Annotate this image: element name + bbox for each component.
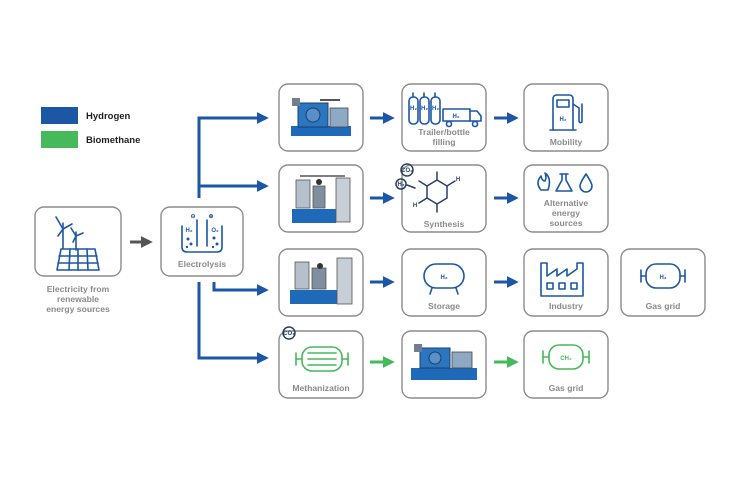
electrolysis-minus: ⊖: [190, 214, 195, 220]
storage-h2: H₂: [441, 275, 448, 281]
compressor-machine-icon: [290, 257, 353, 305]
legend-swatch-biomethane: [41, 131, 78, 148]
methanization-co2: CO₂: [283, 331, 295, 337]
synthesis-h2: H₂: [398, 182, 405, 188]
synthesis-h-2: H: [413, 203, 417, 209]
ch4-pipe-icon: CH₄: [542, 344, 590, 370]
electrolysis-plus: ⊕: [208, 214, 213, 220]
trailer-h2-1: H₂: [410, 106, 417, 112]
factory-icon: [540, 262, 584, 297]
source-label-line-3: energy sources: [46, 304, 110, 314]
node-mobility: H₂ Mobility: [523, 83, 609, 152]
gasgrid-h2-label-chem: H₂: [660, 275, 667, 281]
alternative-label-line-2: energy: [552, 208, 580, 218]
methanization-label: Methanization: [292, 383, 349, 393]
source-label-line-2: renewable: [57, 294, 99, 304]
node-machine-4: [401, 330, 487, 399]
trailer-h2-2: H₂: [421, 106, 428, 112]
synthesis-co2: CO₂: [401, 168, 413, 174]
electrolysis-cell-icon: ⊖ ⊕ H₂ O₂: [181, 214, 223, 253]
trailer-bottles-icon: H₂ H₂ H₂ H₂: [408, 92, 482, 128]
synthesis-h-1: H: [456, 177, 460, 183]
compressor-machine-icon: [291, 98, 351, 136]
gasgrid-ch4-label-chem: CH₄: [560, 356, 572, 362]
synthesis-label: Synthesis: [424, 219, 465, 229]
electrolysis-o2: O₂: [211, 228, 219, 234]
node-gas-grid-h2: H₂ Gas grid: [620, 248, 706, 317]
trailer-label-line-1: Trailer/bottle: [418, 127, 470, 137]
arrow-to-machine-3: [212, 282, 269, 296]
legend: Hydrogen Biomethane: [41, 107, 140, 148]
industry-label: Industry: [549, 301, 583, 311]
node-machine-3: [278, 248, 364, 317]
electrolysis-label: Electrolysis: [178, 259, 226, 269]
node-trailer: H₂ H₂ H₂ H₂ Trailer/bottle filling: [401, 83, 487, 152]
node-source: Electricity from renewable energy source…: [34, 206, 122, 314]
alternative-label-line-3: sources: [550, 218, 583, 228]
alternative-label-line-1: Alternative: [544, 198, 589, 208]
mobility-label: Mobility: [550, 137, 583, 147]
node-electrolysis: ⊖ ⊕ H₂ O₂ Electrolysis: [160, 206, 244, 277]
h2-pump-icon: H₂: [549, 94, 583, 131]
node-storage: H₂ Storage: [401, 248, 487, 317]
molecule-icon: CO₂ H₂ H H: [395, 163, 460, 213]
node-machine-2: [278, 164, 364, 233]
trailer-h2-3: H₂: [432, 106, 439, 112]
node-gas-grid-ch4: CH₄ Gas grid: [523, 330, 609, 399]
reactor-icon: CO₂: [282, 326, 349, 372]
tank-icon: H₂: [423, 263, 465, 295]
connectors: [130, 112, 519, 368]
legend-swatch-hydrogen: [41, 107, 78, 124]
node-methanization: CO₂ Methanization: [278, 326, 364, 399]
gas-grid-ch4-label: Gas grid: [549, 383, 584, 393]
gas-grid-h2-label: Gas grid: [646, 301, 681, 311]
node-industry: Industry: [523, 248, 609, 317]
trailer-label-line-2: filling: [433, 137, 456, 147]
legend-label-hydrogen: Hydrogen: [86, 111, 131, 122]
storage-label: Storage: [428, 301, 460, 311]
wind-solar-icon: [55, 216, 100, 271]
electrolysis-h2: H₂: [186, 228, 193, 234]
node-alternative: Alternative energy sources: [523, 164, 609, 233]
compressor-machine-icon: [411, 344, 477, 380]
trailer-h2-truck: H₂: [453, 114, 460, 120]
h2-pipe-icon: H₂: [640, 263, 686, 289]
source-label-line-1: Electricity from: [47, 284, 110, 294]
energy-sources-icon: [537, 172, 593, 193]
node-synthesis: CO₂ H₂ H H Synthesis: [395, 163, 487, 233]
node-machine-1: [278, 83, 364, 152]
compressor-machine-icon: [292, 175, 351, 223]
legend-label-biomethane: Biomethane: [86, 135, 140, 146]
branch-lower-trunk: [197, 282, 264, 360]
mobility-h2: H₂: [560, 117, 567, 123]
